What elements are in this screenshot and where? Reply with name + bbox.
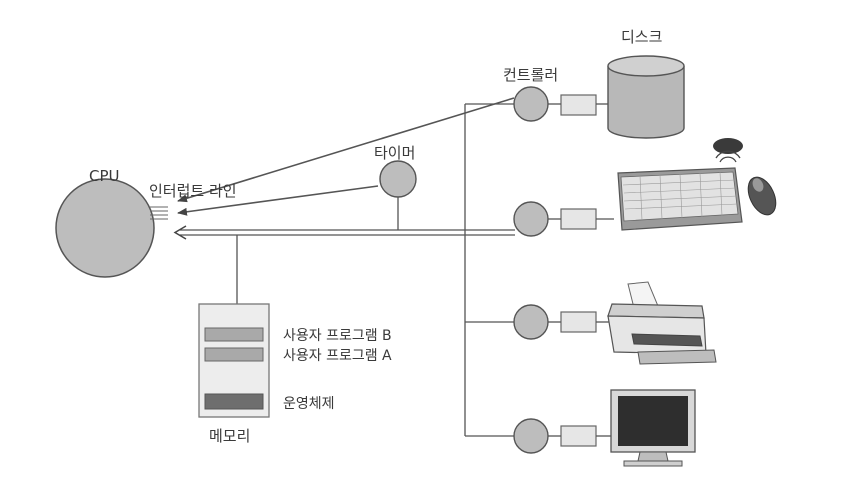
cpu-circle	[55, 178, 155, 278]
timer-interrupt-arrow	[177, 185, 379, 216]
keyboard-icon	[617, 138, 743, 231]
controller-printer	[513, 304, 610, 340]
memory-user-program-a	[204, 347, 264, 362]
mouse-icon	[747, 176, 777, 216]
printer-icon	[607, 281, 717, 365]
interrupt-line-ticks	[150, 206, 168, 220]
controller-monitor	[513, 418, 612, 454]
controller-disk	[513, 86, 608, 122]
cpu-label: CPU	[89, 167, 120, 185]
user-program-a-label: 사용자 프로그램 A	[283, 348, 392, 364]
timer-label: 타이머	[374, 144, 416, 162]
monitor-icon	[610, 389, 696, 467]
memory-label: 메모리	[209, 427, 251, 445]
system-bus	[173, 225, 515, 240]
bus-arrowhead	[173, 225, 187, 240]
controller-label: 컨트롤러	[503, 66, 559, 84]
disk-icon	[607, 55, 685, 139]
timer-circle	[379, 160, 417, 198]
interrupt-line-label: 인터럽트 라인	[149, 182, 237, 200]
operating-system-label: 운영체제	[283, 396, 335, 412]
disk-interrupt-arrow	[177, 97, 515, 203]
controller-keyboard	[513, 201, 614, 237]
memory-os-block	[204, 393, 264, 410]
user-program-b-label: 사용자 프로그램 B	[283, 328, 392, 344]
disk-label: 디스크	[621, 28, 663, 46]
memory-user-program-b	[204, 327, 264, 342]
